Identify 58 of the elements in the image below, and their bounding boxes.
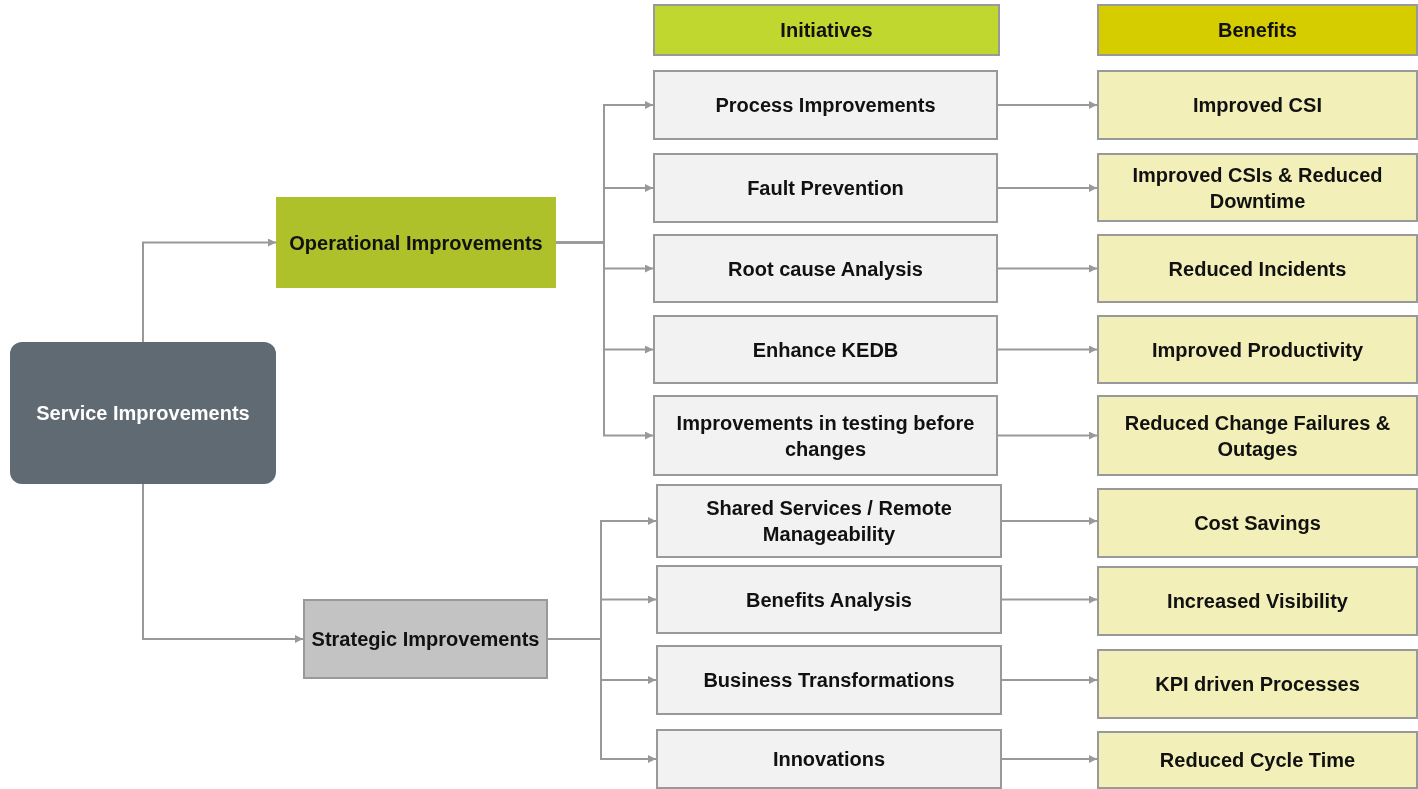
node-label: Increased Visibility: [1167, 589, 1348, 614]
service-box: [10, 342, 276, 484]
node-label: Innovations: [772, 747, 886, 772]
connector-arrow: [997, 345, 1098, 354]
node-label: Benefits Analysis: [746, 587, 912, 613]
node-label: Improvements in testing before changes: [675, 410, 976, 462]
column-header: [1097, 4, 1418, 56]
connector-arrow: [547, 638, 657, 763]
initiative-box: [653, 234, 998, 303]
node-label: Improved CSI: [1193, 93, 1322, 118]
connector-arrow: [997, 431, 1098, 440]
initiative-box: [653, 153, 998, 223]
connector-arrow: [142, 483, 304, 643]
node-label: Enhance KEDB: [752, 337, 899, 363]
initiative-box: [656, 645, 1002, 715]
column-header: [653, 4, 1000, 56]
node-label: Service Improvements: [36, 401, 250, 426]
initiative-box: [656, 484, 1002, 558]
initiative-box: [653, 70, 998, 140]
initiative-box: [656, 565, 1002, 634]
node-label: Shared Services / Remote Manageability: [705, 496, 953, 547]
node-label: Cost Savings: [1194, 511, 1321, 536]
node-label: Operational Improvements: [289, 230, 543, 256]
connector-arrow: [1001, 676, 1098, 684]
node-label: Strategic Improvements: [311, 627, 540, 652]
node-label: Fault Prevention: [747, 176, 904, 201]
benefit-box: [1097, 649, 1418, 719]
benefit-box: [1097, 566, 1418, 636]
benefit-box: [1097, 70, 1418, 140]
benefit-box: [1097, 488, 1418, 558]
connector-arrow: [1001, 595, 1098, 604]
initiative-box: [653, 395, 998, 476]
node-label: Benefits: [1218, 18, 1297, 43]
node-label: KPI driven Processes: [1155, 672, 1360, 697]
connector-arrow: [997, 184, 1098, 192]
benefit-box: [1097, 731, 1418, 789]
initiative-box: [653, 315, 998, 384]
node-label: Improved CSIs & Reduced Downtime: [1131, 162, 1384, 214]
initiative-box: [656, 729, 1002, 789]
node-label: Reduced Change Failures & Outages: [1123, 410, 1392, 462]
node-label: Process Improvements: [715, 93, 936, 118]
node-label: Business Transformations: [703, 668, 955, 693]
category-box: [303, 599, 548, 679]
benefit-box: [1097, 234, 1418, 303]
benefit-box: [1097, 395, 1418, 476]
connector-arrow: [1001, 755, 1098, 763]
node-label: Improved Productivity: [1151, 337, 1364, 363]
node-label: Reduced Cycle Time: [1159, 748, 1356, 773]
node-label: Initiatives: [780, 18, 873, 43]
node-label: Reduced Incidents: [1168, 256, 1347, 282]
connector-arrow: [1001, 517, 1098, 525]
connector-arrow: [997, 101, 1098, 109]
benefit-box: [1097, 153, 1418, 222]
connector-arrow: [142, 238, 277, 343]
category-box: [276, 197, 556, 288]
connector-arrow: [997, 264, 1098, 273]
node-label: Root cause Analysis: [728, 256, 923, 282]
benefit-box: [1097, 315, 1418, 384]
